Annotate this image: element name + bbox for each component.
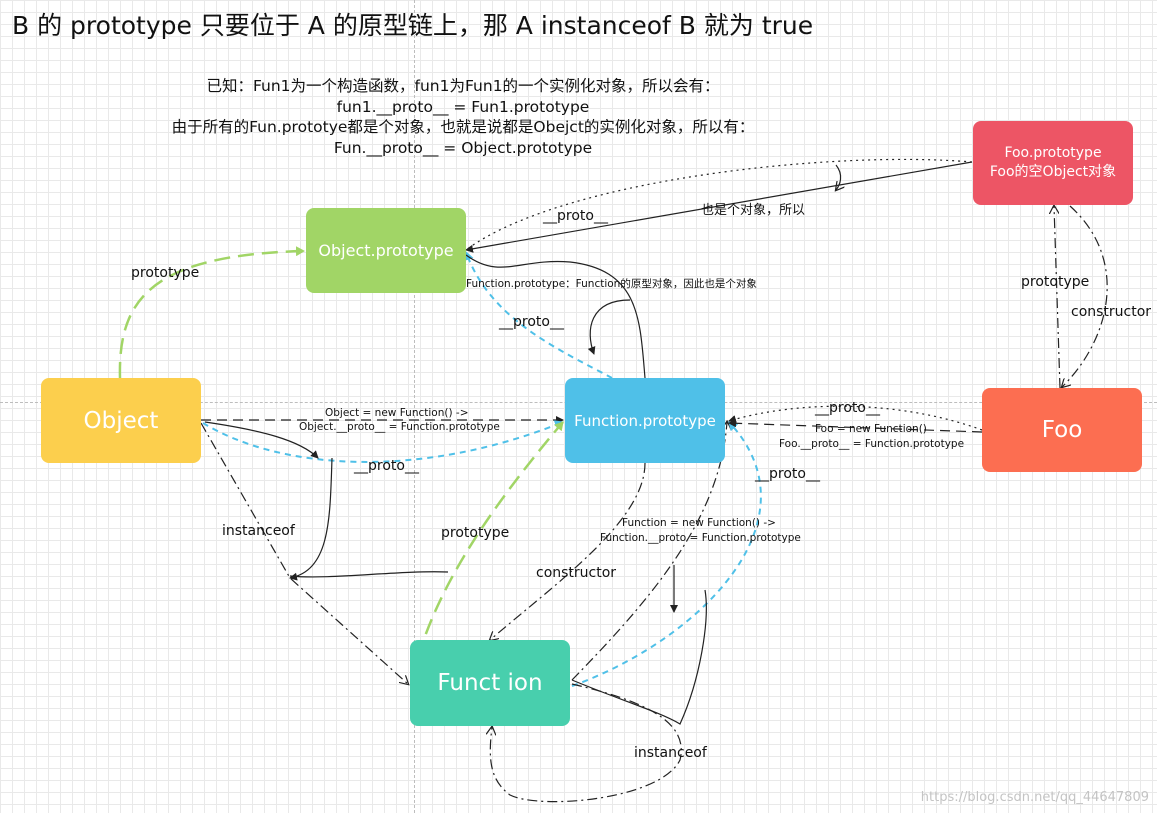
label-foo-constructor: constructor [1071, 304, 1152, 320]
node-foo-prototype-line2: Foo的空Object对象 [989, 164, 1117, 180]
edge-foo-prototype [1054, 206, 1061, 389]
edge-fooproto-solid [465, 161, 973, 253]
edge-func-instanceof [490, 683, 682, 803]
edge-object-proto [202, 420, 564, 463]
label-obj-prototype: prototype [131, 265, 200, 281]
label-func-new1: Function = new Function() -> [622, 517, 776, 529]
edge-func-fp-proto [571, 421, 762, 687]
node-function-prototype[interactable]: Function.prototype [565, 378, 725, 463]
node-foo-label: Foo [1041, 417, 1083, 443]
label-fooproto-also-object: 也是个对象，所以 [701, 203, 806, 218]
label-obj-new1: Object = new Function() -> [325, 407, 469, 419]
label-foo-prototype: prototype [1021, 274, 1090, 290]
label-func-prototype: prototype [441, 525, 510, 541]
edge-fp-proto [463, 251, 613, 379]
node-function[interactable]: Funct ion [410, 640, 570, 726]
label-fooproto-proto: __proto__ [543, 208, 608, 224]
edge-fp-loop [465, 254, 646, 379]
note-line-4: Fun.__proto__ = Object.prototype [333, 138, 593, 157]
edge-object-solid-curve [289, 457, 333, 581]
vertical-guide-line [414, 0, 415, 813]
node-foo-prototype[interactable]: Foo.prototype Foo的空Object对象 [973, 121, 1133, 205]
node-foo[interactable]: Foo [982, 388, 1142, 472]
edge-foo-proto [728, 405, 983, 431]
note-line-1: 已知：Fun1为一个构造函数，fun1为Fun1的一个实例化对象，所以会有： [206, 77, 720, 95]
label-obj-new2: Object.__proto__ = Function.prototype [299, 421, 500, 433]
node-function-label: Funct ion [437, 670, 543, 696]
note-line-2: fun1.__proto__ = Fun1.prototype [336, 97, 590, 116]
label-func-new2: Function.__proto = Function.prototype [600, 532, 801, 544]
note-line-3: 由于所有的Fun.prototye都是个对象，也就是说都是Obejct的实例化对… [171, 118, 755, 136]
edge-object-hook [204, 421, 319, 459]
watermark: https://blog.csdn.net/qq_44647809 [920, 790, 1149, 805]
edge-foo-new [728, 419, 983, 433]
edge-fp-solid-right [571, 589, 707, 725]
node-object[interactable]: Object [41, 378, 201, 463]
label-foo-new1: Foo = new Function() [815, 423, 927, 435]
node-object-prototype-label: Object.prototype [318, 241, 454, 260]
edge-object-instanceof [200, 422, 408, 684]
label-obj-instanceof: instanceof [222, 523, 295, 539]
node-foo-prototype-line1: Foo.prototype [1004, 145, 1102, 161]
edge-fooproto-dotted [465, 158, 973, 251]
edge-foo-constructor [1062, 205, 1108, 387]
label-fp-constructor: constructor [536, 565, 617, 581]
label-foo-proto-top: __proto__ [815, 400, 880, 416]
label-fp-desc: Function.prototype：Function的原型对象，因此也是个对象 [466, 278, 757, 290]
edge-fp-constructor [490, 462, 646, 640]
label-foo-new2: Foo.__proto__ = Function.prototype [779, 438, 965, 450]
edge-object-prototype [118, 246, 305, 379]
node-object-prototype[interactable]: Object.prototype [306, 208, 466, 293]
label-fp-proto: __proto__ [499, 314, 564, 330]
label-obj-proto: __proto__ [354, 458, 419, 474]
edge-small-bracket [836, 164, 841, 190]
page-title: B 的 prototype 只要位于 A 的原型链上，那 A instanceo… [12, 11, 814, 40]
note-block: 已知：Fun1为一个构造函数，fun1为Fun1的一个实例化对象，所以会有： f… [120, 76, 806, 158]
label-func-proto-right: __proto__ [755, 466, 820, 482]
edge-fp-loop-2 [587, 299, 631, 355]
label-func-instanceof: instanceof [634, 745, 707, 761]
node-function-prototype-label: Function.prototype [574, 411, 716, 430]
edge-func-solid-curve [289, 571, 449, 578]
node-object-label: Object [83, 407, 159, 434]
